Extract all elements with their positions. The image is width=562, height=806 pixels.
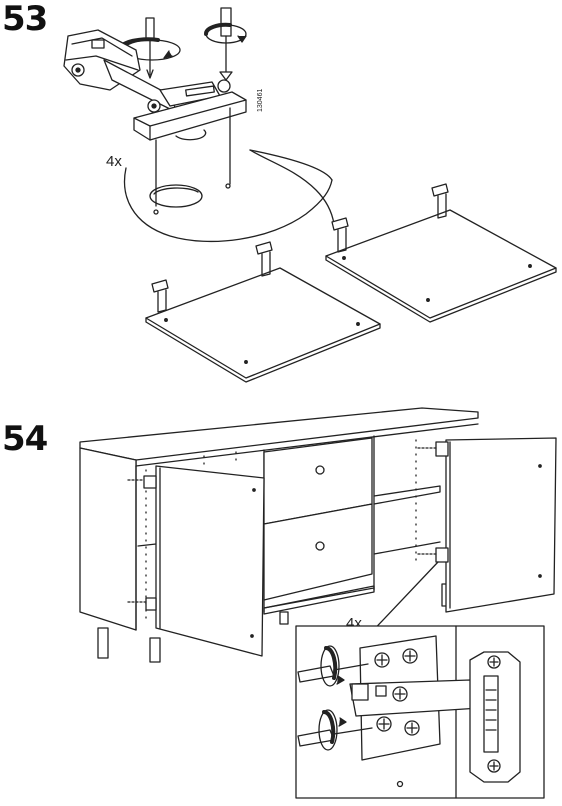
step-number-54: 54 (2, 419, 48, 459)
step-number-53: 53 (2, 0, 48, 39)
step-53-illustration: 130461 4x (63, 7, 557, 383)
door-panel (325, 183, 557, 323)
door-panel (417, 437, 557, 613)
part-code-label: 130461 (257, 89, 264, 112)
screwdriver-icon (297, 709, 373, 751)
step-54-illustration: 4x (79, 407, 557, 799)
door-panel (145, 241, 381, 383)
screwdriver-icon (122, 17, 181, 79)
door-panel (127, 465, 265, 657)
hinge-icon (63, 29, 221, 113)
hinge-detail-box (295, 625, 545, 799)
screwdriver-icon (204, 7, 247, 81)
quantity-label: 4x (106, 153, 122, 170)
screwdriver-icon (297, 645, 369, 687)
